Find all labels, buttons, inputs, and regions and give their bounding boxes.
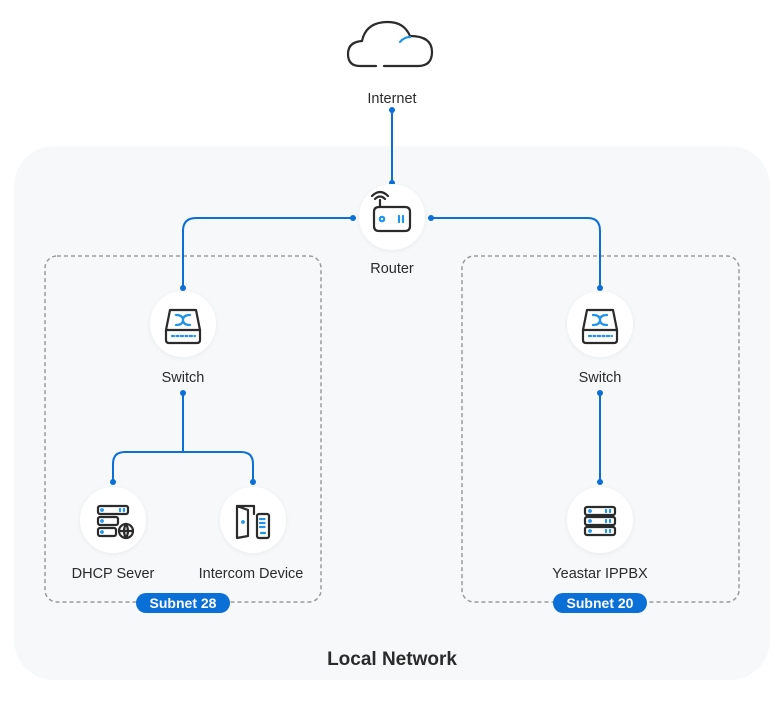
link-router-switch-left <box>182 217 353 288</box>
internet-label: Internet <box>367 91 416 107</box>
link-dot <box>350 215 356 221</box>
subnet-20-label: Subnet 20 <box>567 595 634 611</box>
router-node-circle <box>359 184 425 250</box>
link-dot <box>180 390 186 396</box>
node-switch-left[interactable]: Switch <box>150 291 216 386</box>
dhcp-node-circle <box>80 487 146 553</box>
link-switch-left-dhcp <box>112 451 183 482</box>
switch-icon <box>581 308 619 345</box>
link-dot <box>428 215 434 221</box>
link-dot <box>180 285 186 291</box>
links <box>110 107 603 485</box>
ippbx-node-circle <box>567 487 633 553</box>
ippbx-label: Yeastar IPPBX <box>552 566 648 582</box>
node-internet[interactable]: Internet <box>346 20 434 107</box>
subnet-28-label: Subnet 28 <box>150 595 217 611</box>
link-switch-left-intercom <box>183 451 254 482</box>
server-globe-icon <box>96 504 135 540</box>
link-dot <box>597 390 603 396</box>
intercom-label: Intercom Device <box>199 566 304 582</box>
subnet-20-badge: Subnet 20 <box>553 593 647 613</box>
local-network-title: Local Network <box>327 649 457 670</box>
switch-right-node-circle <box>567 291 633 357</box>
link-router-switch-right <box>431 217 601 288</box>
link-dot <box>110 479 116 485</box>
link-dot <box>389 107 395 113</box>
switch-icon <box>164 308 202 345</box>
link-dot <box>597 285 603 291</box>
subnet-28-badge: Subnet 28 <box>136 593 230 613</box>
node-intercom-device[interactable]: Intercom Device <box>199 487 304 582</box>
switch-left-label: Switch <box>162 370 205 386</box>
node-switch-right[interactable]: Switch <box>567 291 633 386</box>
switch-right-label: Switch <box>579 370 622 386</box>
node-router[interactable]: Router <box>359 184 425 277</box>
router-label: Router <box>370 261 414 277</box>
intercom-node-circle <box>220 487 286 553</box>
node-dhcp-server[interactable]: DHCP Sever <box>72 487 155 582</box>
dhcp-label: DHCP Sever <box>72 566 155 582</box>
router-icon <box>370 190 412 233</box>
server-icon <box>583 505 617 537</box>
link-dot <box>597 479 603 485</box>
intercom-icon <box>235 504 271 540</box>
node-yeastar-ippbx[interactable]: Yeastar IPPBX <box>552 487 648 582</box>
switch-left-node-circle <box>150 291 216 357</box>
link-dot <box>250 479 256 485</box>
cloud-icon <box>346 20 434 68</box>
